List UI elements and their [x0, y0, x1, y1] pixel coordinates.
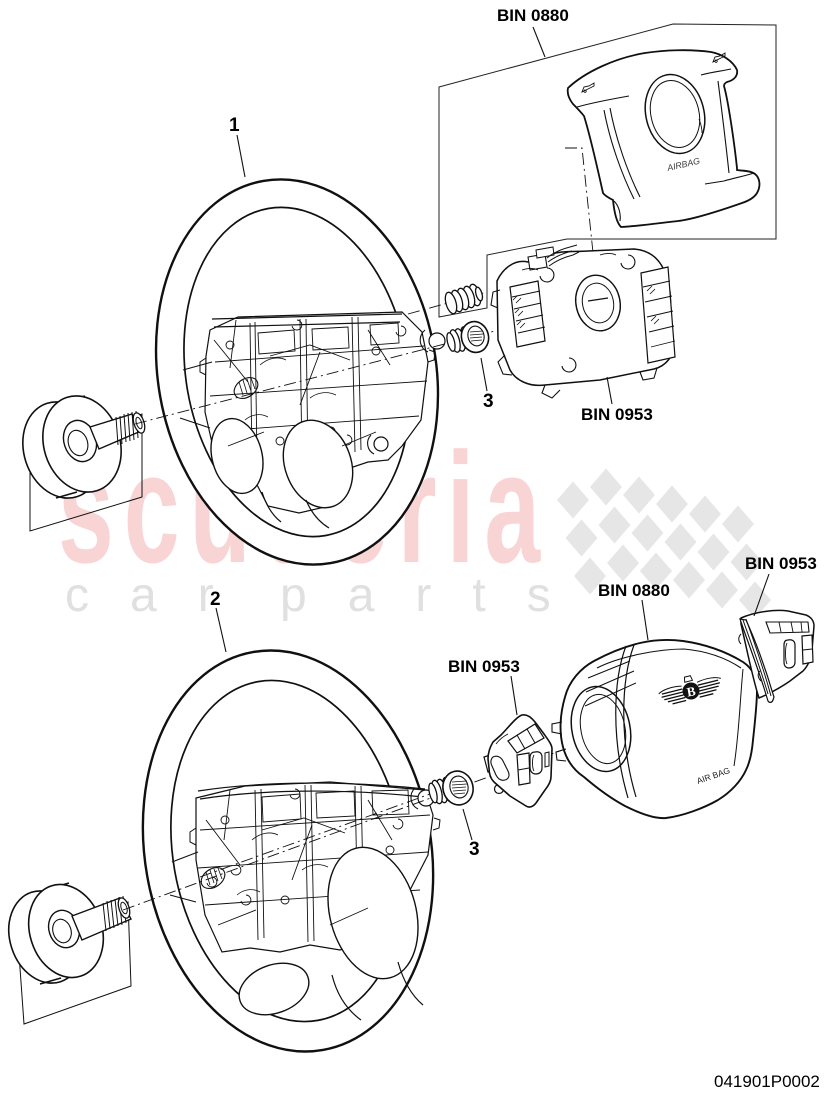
- svg-text:041901P0002: 041901P0002: [714, 1072, 820, 1091]
- svg-text:BIN 0953: BIN 0953: [448, 657, 520, 676]
- svg-text:parts: parts: [280, 569, 592, 622]
- svg-text:BIN 0953: BIN 0953: [745, 554, 817, 573]
- svg-text:BIN 0880: BIN 0880: [497, 6, 569, 25]
- svg-text:3: 3: [483, 391, 494, 412]
- svg-text:1: 1: [229, 115, 240, 136]
- svg-text:2: 2: [210, 589, 221, 610]
- svg-text:BIN 0953: BIN 0953: [581, 405, 653, 424]
- svg-text:car: car: [65, 569, 255, 622]
- svg-text:BIN 0880: BIN 0880: [598, 581, 670, 600]
- svg-text:B: B: [686, 683, 697, 699]
- svg-text:3: 3: [469, 839, 480, 860]
